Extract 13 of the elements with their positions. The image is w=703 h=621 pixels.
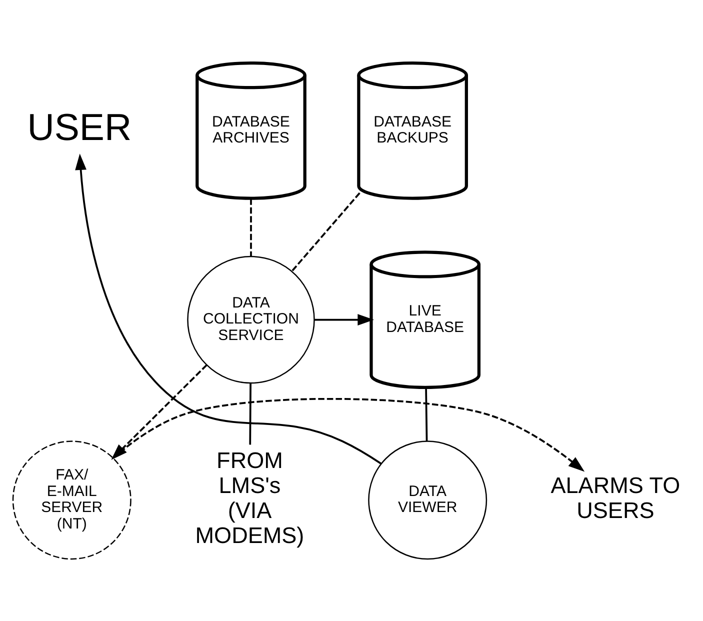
arrow (75, 153, 382, 464)
connector (292, 192, 360, 271)
arrow (314, 314, 374, 325)
node-text: USER (27, 106, 132, 148)
arrow (112, 397, 585, 472)
connector (250, 198, 252, 256)
node-circle: DATA VIEWER (368, 440, 488, 560)
node-text: ALARMS TO USERS (550, 472, 680, 523)
node-text: FROM LMS's (VIA MODEMS) (195, 448, 304, 548)
connector (249, 382, 252, 444)
connector (425, 387, 428, 441)
node-circle: FAX/ E-MAIL SERVER (NT) (12, 440, 132, 560)
node-circle: DATA COLLECTION SERVICE (187, 255, 315, 384)
